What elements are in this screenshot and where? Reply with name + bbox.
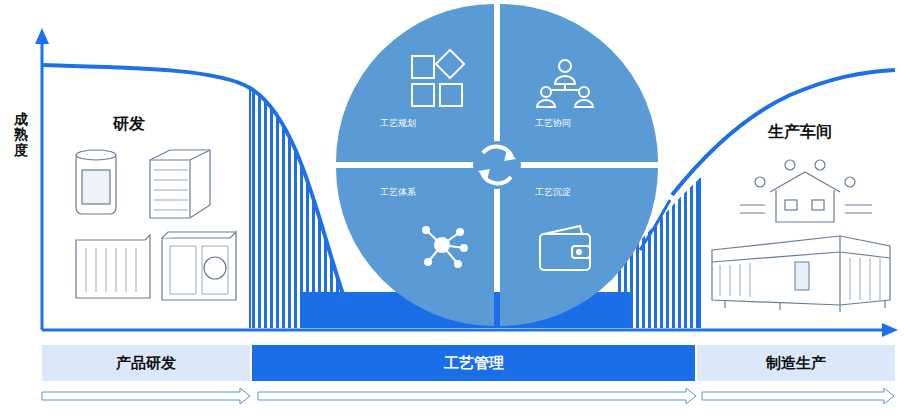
quadrant-label: 工艺规划 bbox=[380, 117, 416, 130]
phase-band: 工艺管理 bbox=[252, 345, 695, 381]
quadrant-label: 工艺体系 bbox=[380, 186, 416, 199]
process-quadrant: 工艺规划 bbox=[336, 4, 494, 162]
quadrant-shape bbox=[500, 168, 658, 326]
quadrant-label: 工艺沉淀 bbox=[535, 186, 571, 199]
phase-band: 制造生产 bbox=[697, 345, 895, 381]
band-label: 工艺管理 bbox=[444, 354, 504, 373]
process-quadrant: 工艺协同 bbox=[500, 4, 658, 162]
process-quadrant: 工艺沉淀 bbox=[500, 168, 658, 326]
quadrant-label: 工艺协同 bbox=[535, 117, 571, 130]
band-label: 产品研发 bbox=[116, 354, 176, 373]
axis-label: 成熟度 bbox=[14, 112, 28, 158]
process-quadrant: 工艺体系 bbox=[336, 168, 494, 326]
quadrant-shape bbox=[336, 4, 494, 162]
band-label: 制造生产 bbox=[766, 354, 826, 373]
area-label: 生产车间 bbox=[768, 122, 832, 143]
phase-band: 产品研发 bbox=[42, 345, 250, 381]
quadrant-shape bbox=[500, 4, 658, 162]
area-label: 研发 bbox=[113, 114, 145, 135]
